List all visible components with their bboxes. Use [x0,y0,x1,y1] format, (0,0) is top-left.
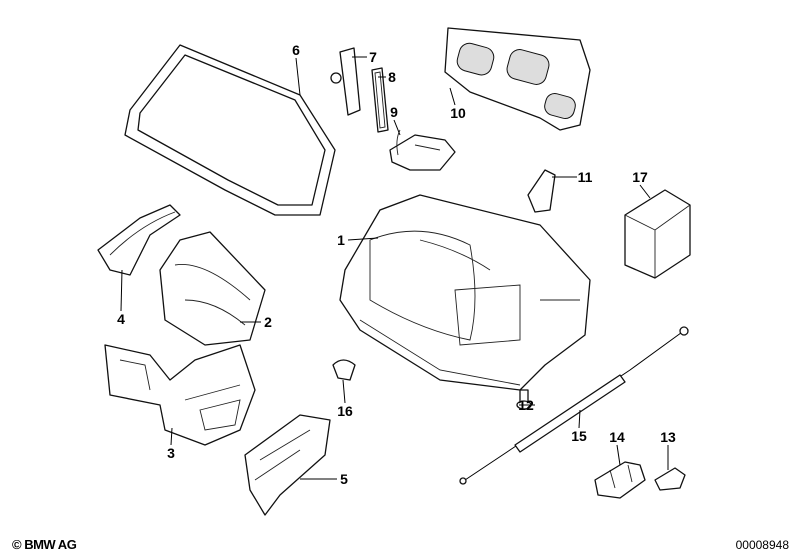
callout-8: 8 [388,69,396,85]
callout-1: 1 [337,232,345,248]
part-14-clip [594,461,646,499]
callout-17: 17 [632,169,648,185]
part-13-clip [654,467,686,491]
callout-12: 12 [518,397,534,413]
callout-14: 14 [609,429,625,445]
part-9-actuator [389,129,456,171]
part-7-flap [330,47,361,116]
part-15-cable [459,326,689,485]
part-10-filter-frame [444,27,591,131]
callout-6: 6 [292,42,300,58]
copyright-label: © BMW AG [12,537,77,552]
callout-13: 13 [660,429,676,445]
part-16-clip [332,359,356,381]
part-11-bracket [527,169,556,213]
callout-10: 10 [450,105,466,121]
callout-4: 4 [117,311,125,327]
part-1-blower-housing [339,194,591,391]
part-5-duct [244,414,331,516]
part-17-block [624,189,691,279]
callout-7: 7 [369,49,377,65]
callout-9: 9 [390,104,398,120]
callout-3: 3 [167,445,175,461]
part-4-duct [97,204,181,276]
part-6-seal-frame [124,44,336,216]
callout-16: 16 [337,403,353,419]
callout-2: 2 [264,314,272,330]
part-8-seal [371,67,389,133]
callout-15: 15 [571,428,587,444]
leader-lines [120,56,669,480]
callout-5: 5 [340,471,348,487]
part-3-distributor [104,344,256,446]
part-2-scroll-housing [159,231,266,346]
callout-11: 11 [577,169,593,185]
document-number: 00008948 [735,538,789,552]
